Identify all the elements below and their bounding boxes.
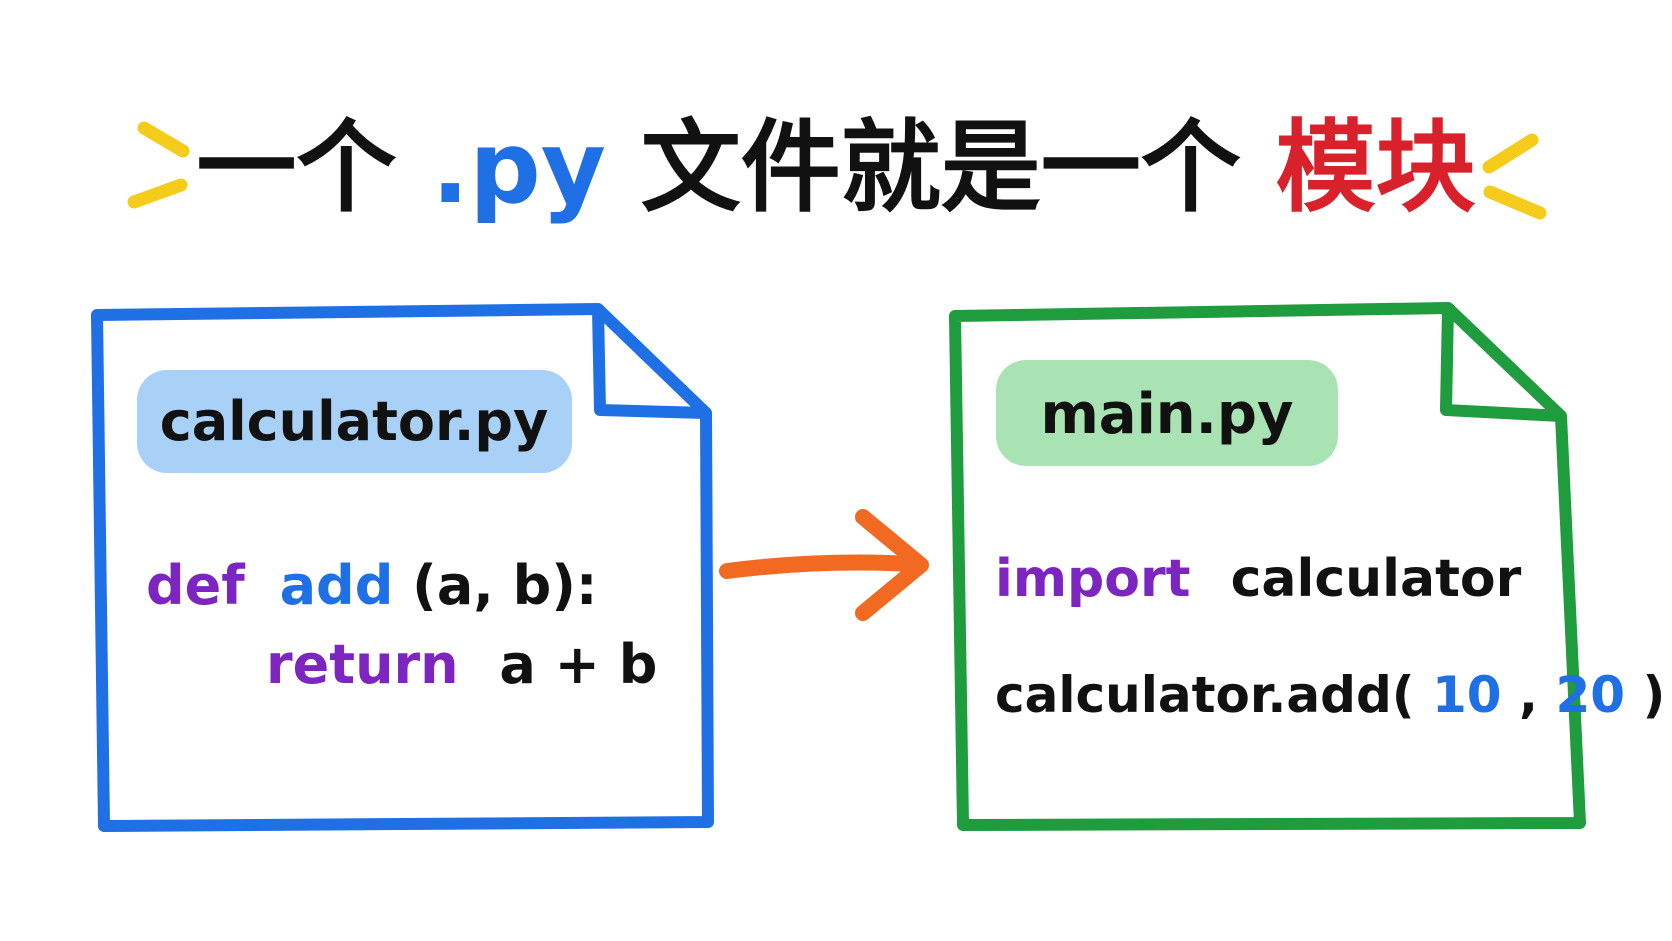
file-calculator: calculator.py def add (a, b): return a +… bbox=[91, 303, 714, 832]
page-title: 一个 .py 文件就是一个 模块 bbox=[196, 109, 1475, 226]
title-highlight: 模块 bbox=[1276, 109, 1476, 226]
filename-pill-left bbox=[137, 370, 572, 473]
code-left-line2: return a + b bbox=[266, 633, 657, 696]
code-name-add: add bbox=[280, 554, 394, 617]
title-middle: 文件就是一个 bbox=[641, 109, 1241, 226]
arrow-icon bbox=[719, 509, 929, 621]
file-fold-left bbox=[592, 308, 707, 419]
code-left-line1: def add (a, b): bbox=[146, 554, 598, 617]
code-args: (a, b): bbox=[412, 554, 597, 617]
code-expression: a + b bbox=[499, 633, 657, 696]
code-number-10: 10 bbox=[1432, 666, 1502, 724]
filename-left: calculator.py bbox=[160, 390, 549, 453]
filename-right: main.py bbox=[1040, 382, 1293, 447]
code-right-line1: import calculator bbox=[995, 549, 1522, 609]
code-keyword-return: return bbox=[266, 633, 459, 696]
filename-pill-right bbox=[996, 360, 1338, 466]
code-module-name: calculator bbox=[1231, 549, 1522, 609]
title-accent-right bbox=[1482, 133, 1547, 220]
code-close-paren: ) bbox=[1642, 666, 1665, 724]
title-prefix: 一个 bbox=[196, 109, 396, 226]
code-separator: , bbox=[1519, 666, 1555, 724]
title-ext: .py bbox=[431, 109, 606, 226]
code-number-20: 20 bbox=[1555, 666, 1625, 724]
code-call: calculator.add( bbox=[995, 666, 1415, 724]
code-right-line2: calculator.add( 10 , 20 ) bbox=[995, 666, 1665, 724]
code-keyword-import: import bbox=[995, 549, 1190, 609]
file-main: main.py import calculator calculator.add… bbox=[949, 302, 1665, 831]
title-accent-left bbox=[127, 121, 190, 209]
file-fold-right bbox=[1440, 307, 1562, 422]
code-keyword-def: def bbox=[146, 554, 245, 617]
